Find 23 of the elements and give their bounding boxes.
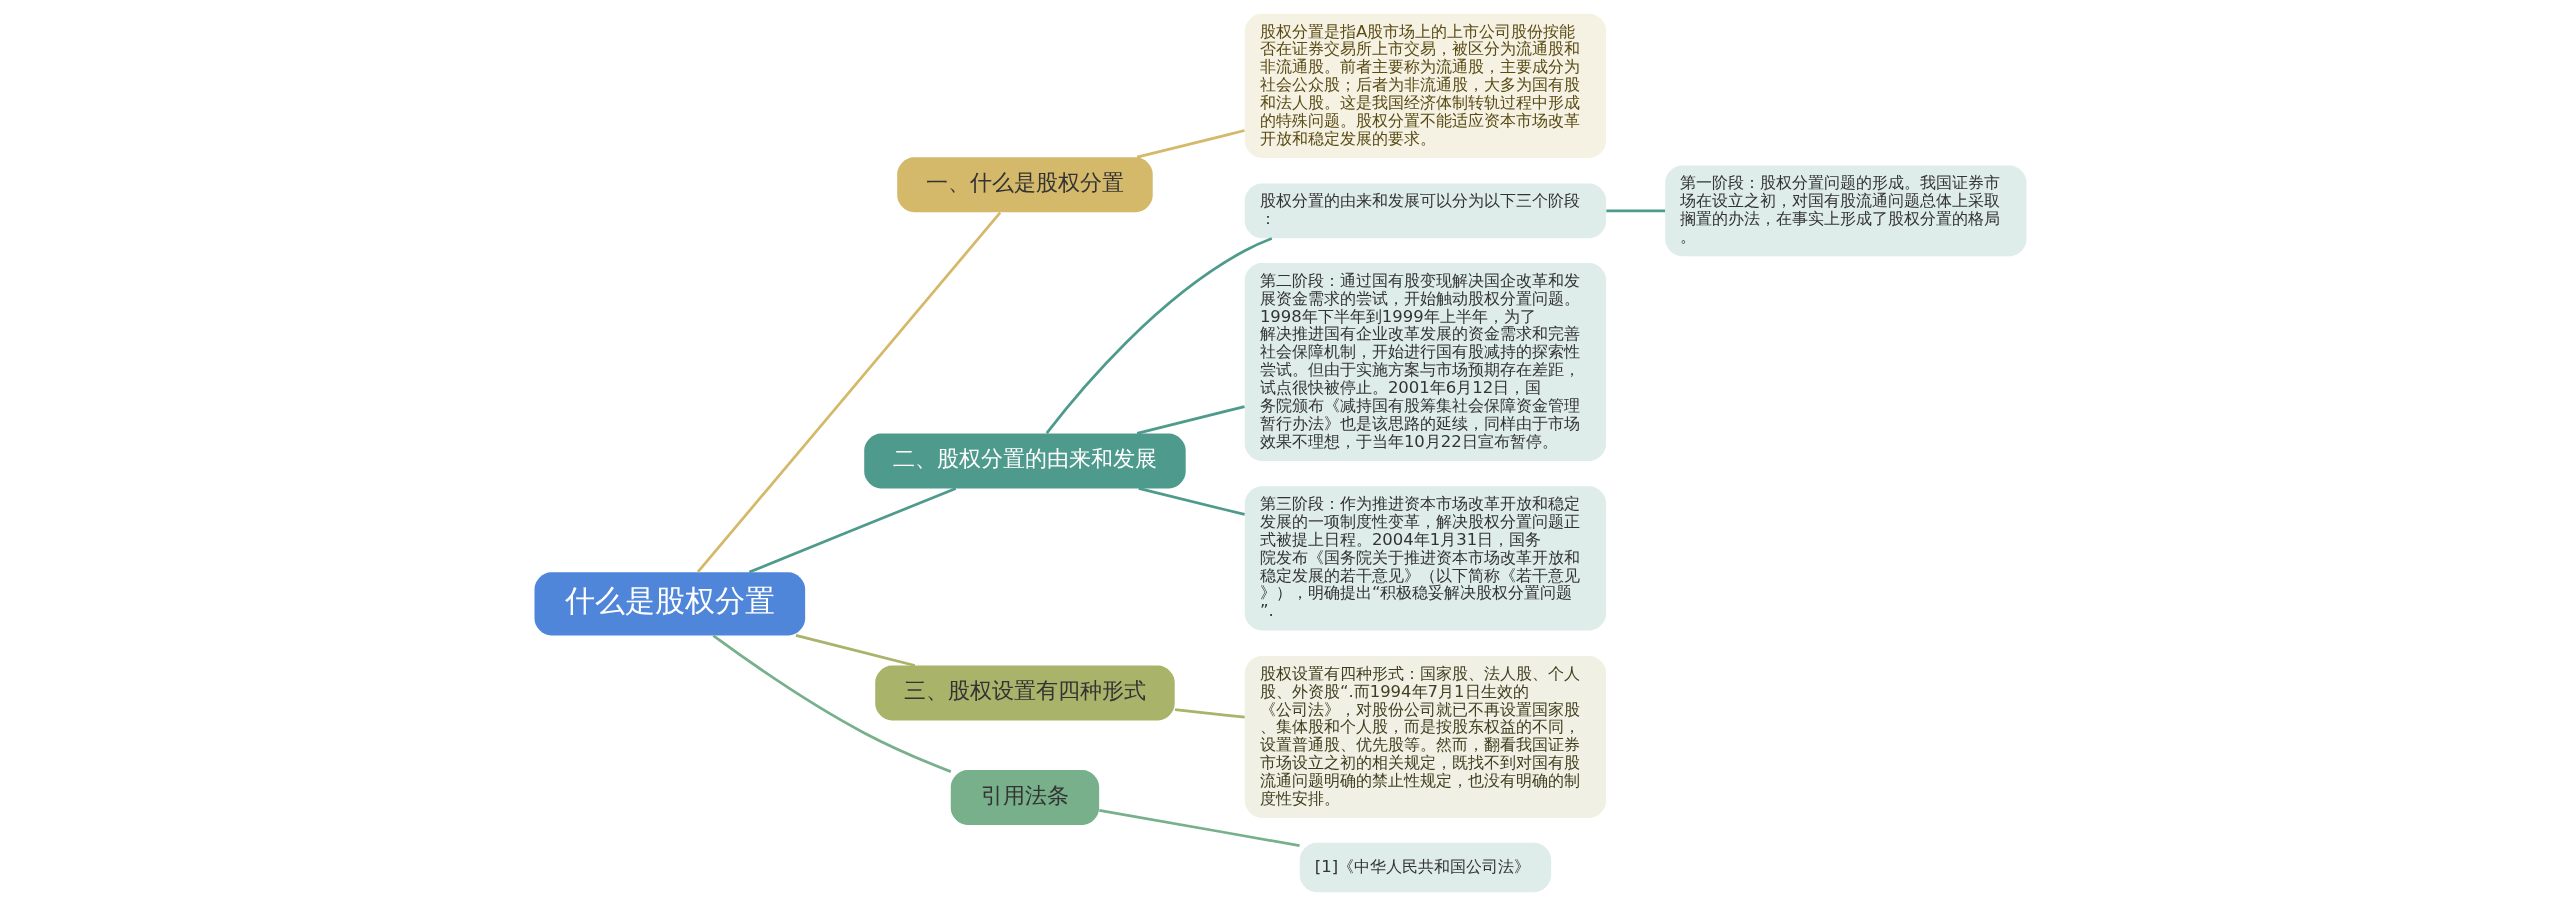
node-box: 什么是股权分置 [534, 572, 805, 636]
node-box: 二、股权分置的由来和发展 [863, 433, 1186, 489]
node-box: 一、什么是股权分置 [896, 157, 1153, 213]
connector [1605, 209, 1665, 213]
connector [1174, 708, 1245, 719]
connector [1098, 809, 1300, 847]
node-box: 引用法条 [950, 770, 1099, 825]
connector [1045, 237, 1272, 434]
connector [1136, 129, 1245, 159]
node-box: 股权设置有四种形式：国家股、法人股、个人股、外资股“.而1994年7月1日生效的《公司法》，对股份公司就已不再设置国家股、集体股和个人股，而是按股东权益的不同，设置普通股、优先股等。然而，翻看我国证券市场设立之初的相关规定，既找不到对国有股流通问题明确的禁止性规定，也没有明确的制度性安排。 [1244, 656, 1606, 819]
connector [712, 634, 951, 773]
connector [795, 634, 915, 667]
node-box: 第三阶段：作为推进资本市场改革开放和稳定发展的一项制度性变革，解决股权分置问题正式被提上日程。2004年1月31日，国务院发布《国务院关于推进资本市场改革开放和稳定发展的若干意见》（以下简称《若干意见》），明确提出“积极稳妥解决股权分置问题”. [1244, 486, 1606, 631]
node-box: 股权分置是指A股市场上的上市公司股份按能否在证券交易所上市交易，被区分为流通股和非流通股。前者主要称为流通股，主要成分为社会公众股；后者为非流通股，大多为国有股和法人股。这是我国经济体制转轨过程中形成的特殊问题。股权分置不能适应资本市场改革开放和稳定发展的要求。 [1244, 13, 1606, 158]
node-box: 第二阶段：通过国有股变现解决国企改革和发展资金需求的尝试，开始触动股权分置问题。1998年下半年到1999年上半年，为了解决推进国有企业改革发展的资金需求和完善社会保障机制，开始进行国有股减持的探索性尝试。但由于实施方案与市场预期存在差距，试点很快被停止。2001年6月12日，国务院颁布《减持国有股筹集社会保障资金管理暂行办法》也是该思路的延续，同样由于市场效果不理想，于当年10月22日宣布暂停。 [1244, 263, 1606, 461]
node-box: 第一阶段：股权分置问题的形成。我国证券市场在设立之初，对国有股流通问题总体上采取搁置的办法，在事实上形成了股权分置的格局。 [1664, 165, 2026, 257]
node-box: [1]《中华人民共和国公司法》 [1299, 842, 1551, 893]
connector [748, 487, 956, 574]
connector [1137, 487, 1245, 516]
connector [696, 211, 1001, 573]
connector [1136, 405, 1245, 435]
node-box: 三、股权设置有四种形式 [874, 665, 1175, 721]
node-box: 股权分置的由来和发展可以分为以下三个阶段： [1244, 183, 1606, 239]
